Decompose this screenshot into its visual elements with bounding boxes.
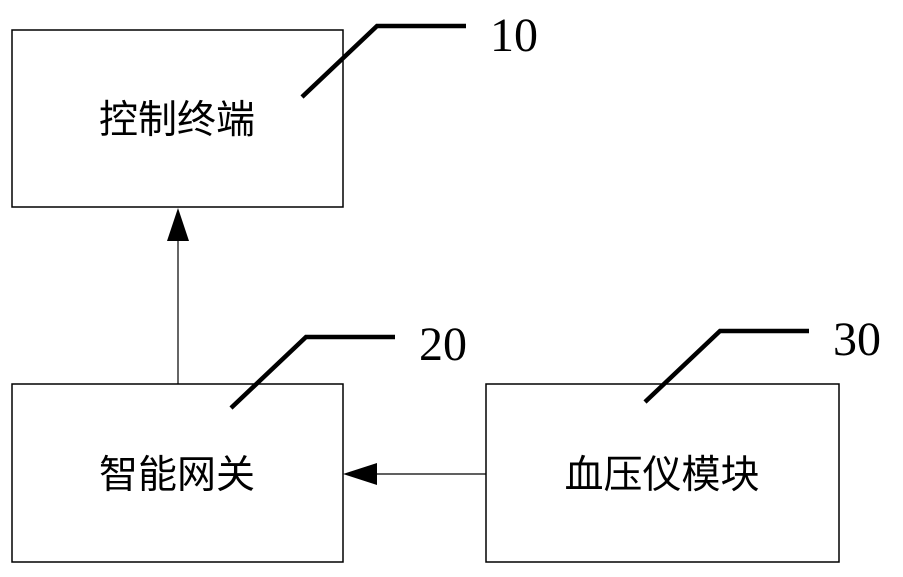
leader-line-10 xyxy=(302,26,466,97)
leader-line-30 xyxy=(645,331,809,402)
control-terminal-block: 控制终端 xyxy=(12,30,343,207)
ref-number-30: 30 xyxy=(833,313,881,366)
bp-module-block: 血压仪模块 xyxy=(486,384,839,562)
arrowhead-left xyxy=(343,463,377,485)
leader-line-20 xyxy=(231,337,395,408)
arrow-gateway-to-terminal xyxy=(167,208,189,384)
control-terminal-label: 控制终端 xyxy=(99,98,255,143)
arrow-module-to-gateway xyxy=(343,463,486,485)
ref-callout-30: 30 xyxy=(645,313,881,402)
smart-gateway-block: 智能网关 xyxy=(12,384,343,562)
arrowhead-up xyxy=(167,208,189,241)
ref-number-10: 10 xyxy=(490,9,538,62)
ref-callout-20: 20 xyxy=(231,318,467,408)
ref-number-20: 20 xyxy=(419,318,467,371)
smart-gateway-label: 智能网关 xyxy=(99,453,255,498)
ref-callout-10: 10 xyxy=(302,9,538,97)
bp-module-label: 血压仪模块 xyxy=(564,453,759,498)
